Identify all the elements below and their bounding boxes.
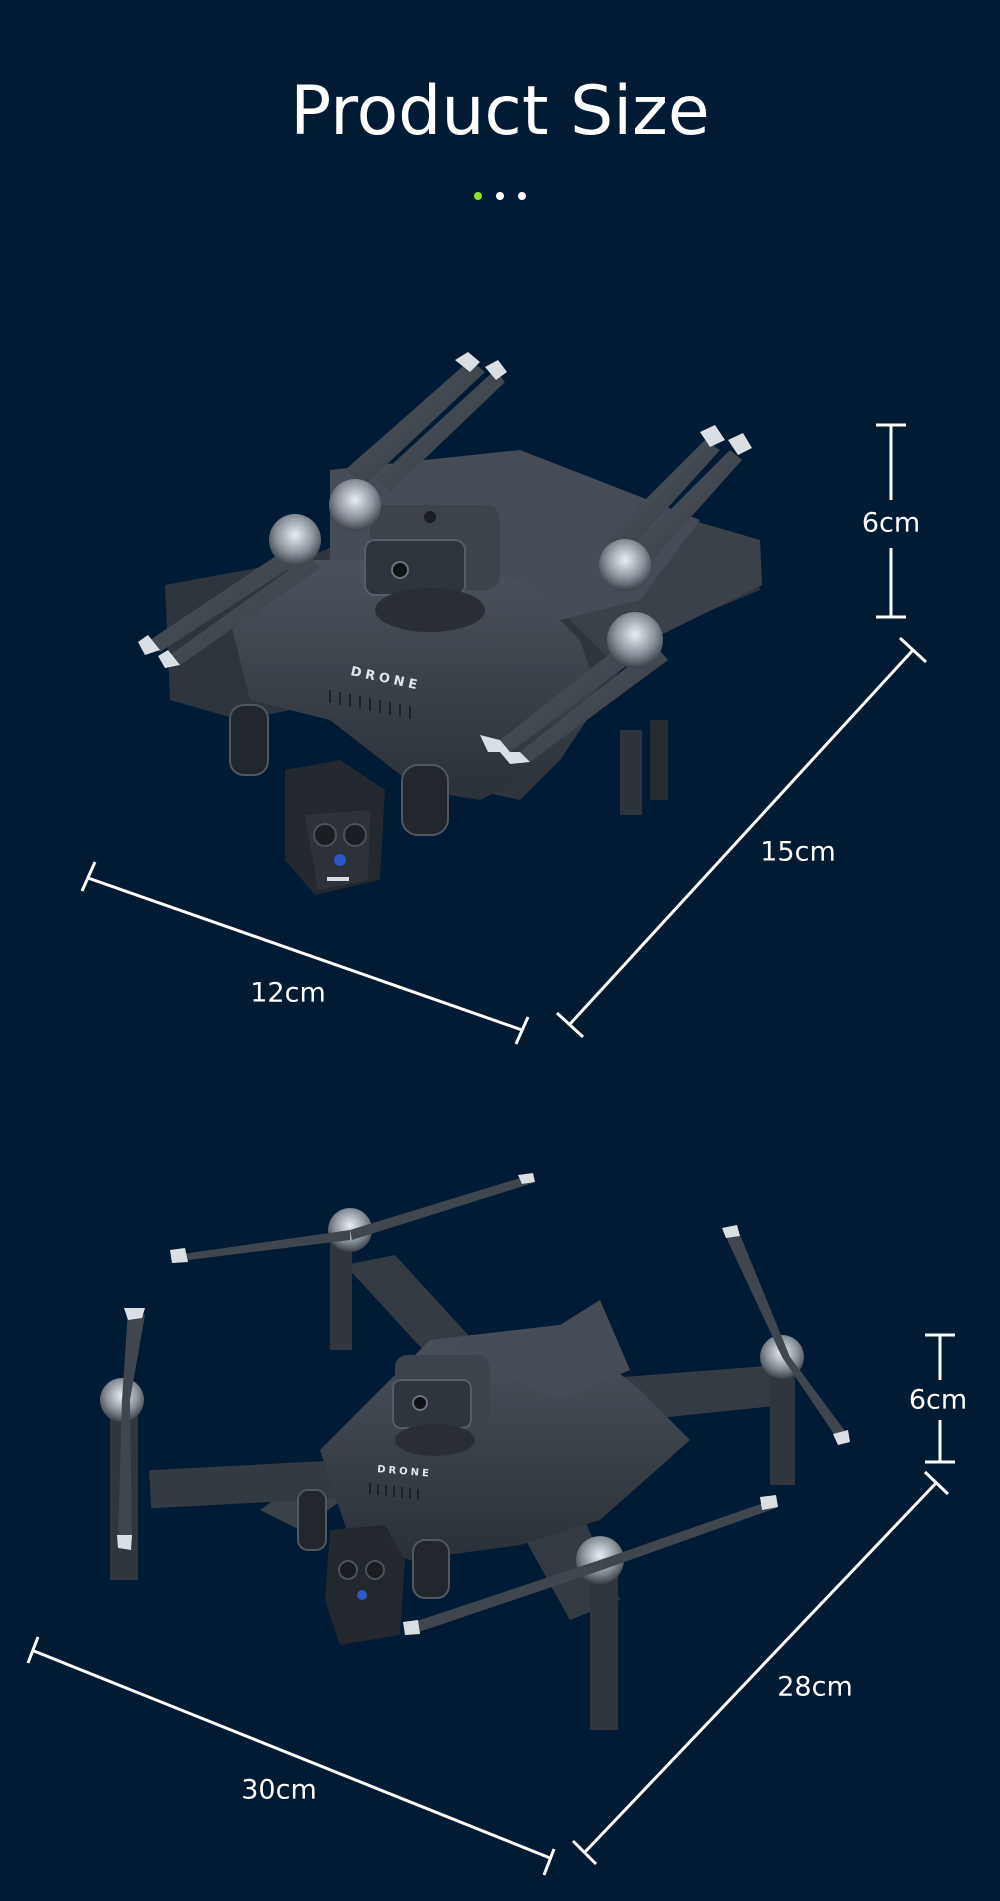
folded-width-label: 12cm <box>250 977 326 1009</box>
pagination-dots <box>0 192 1000 200</box>
dot-indicator <box>496 192 504 200</box>
dot-indicator <box>518 192 526 200</box>
unfolded-width-label: 30cm <box>241 1774 317 1806</box>
unfolded-height-label: 6cm <box>908 1384 968 1416</box>
unfolded-length-label: 28cm <box>777 1671 853 1703</box>
dot-indicator-active <box>474 192 482 200</box>
folded-height-label: 6cm <box>861 507 921 539</box>
unfolded-dimension-lines <box>26 1333 955 1876</box>
unfolded-drone: DRONE <box>100 1173 850 1730</box>
folded-dimension-lines <box>80 423 928 1045</box>
folded-drone: DRONE <box>138 352 762 895</box>
drone-brand-text: DRONE <box>377 1464 432 1480</box>
page-title: Product Size <box>290 72 710 151</box>
folded-length-label: 15cm <box>760 836 836 868</box>
